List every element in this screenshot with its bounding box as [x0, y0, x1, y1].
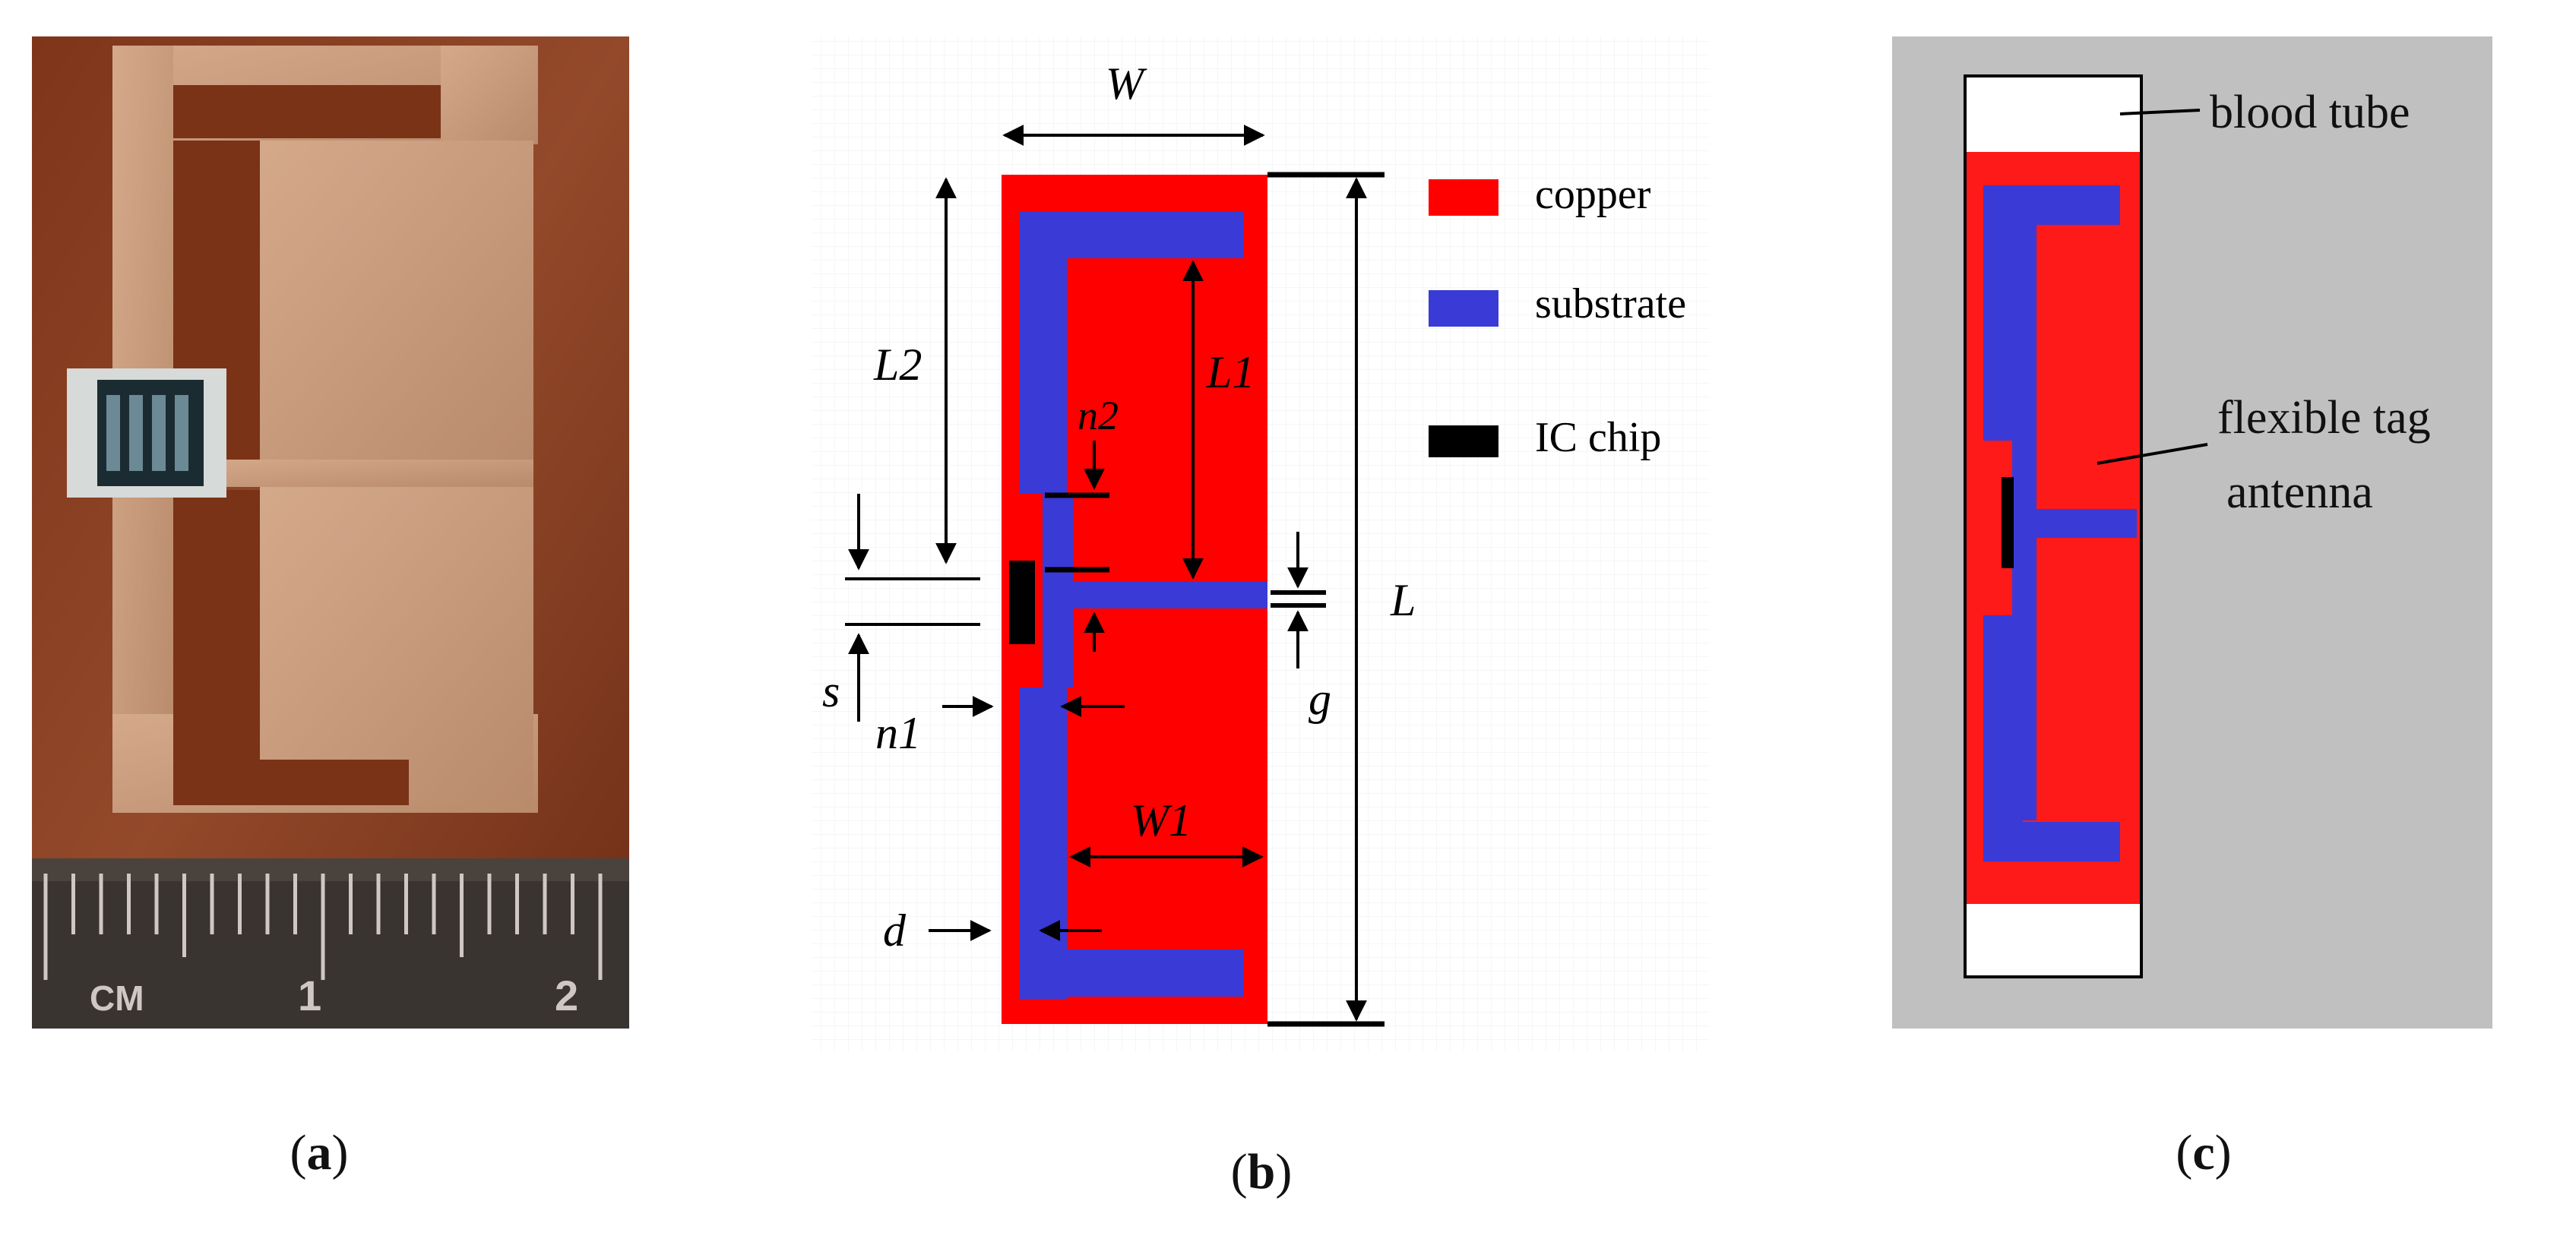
- label-W1: W1: [1131, 795, 1191, 845]
- label-L1: L1: [1206, 347, 1255, 397]
- label-W: W: [1106, 58, 1147, 109]
- label-g: g: [1309, 674, 1331, 724]
- panel-c-tube: blood tube flexible tag antenna: [1892, 36, 2492, 1029]
- label-n2: n2: [1078, 393, 1119, 438]
- label-d: d: [883, 905, 907, 956]
- legend-label-substrate: substrate: [1535, 280, 1686, 327]
- panel-a-photo: CM 1 2: [32, 36, 629, 1029]
- panel-b-schematic: W L L2 L1 n2 s g n1 W1 d copper substrat…: [812, 36, 1710, 1051]
- photo-antenna-copper: [112, 46, 538, 813]
- annotation-blood-tube: blood tube: [2210, 87, 2410, 138]
- label-s: s: [822, 666, 840, 716]
- label-L: L: [1390, 575, 1416, 625]
- legend-swatch-ic-chip: [1429, 425, 1498, 457]
- ic-chip: [1009, 561, 1035, 644]
- antenna-substrate: [1002, 211, 1267, 999]
- legend-swatch-substrate: [1429, 290, 1498, 327]
- ruler-unit-label: CM: [90, 978, 144, 1018]
- caption-c: (c): [2176, 1125, 2232, 1180]
- photo-ic-chip: [67, 368, 226, 498]
- legend-label-copper: copper: [1535, 171, 1651, 218]
- legend: copper substrate IC chip: [1429, 171, 1686, 461]
- ruler-tick-1: 1: [298, 972, 321, 1019]
- label-n1: n1: [875, 708, 921, 758]
- ruler: CM 1 2: [32, 858, 629, 1029]
- caption-b: (b): [1230, 1144, 1293, 1199]
- legend-label-ic-chip: IC chip: [1535, 414, 1661, 461]
- ruler-tick-2: 2: [555, 972, 578, 1019]
- legend-swatch-copper: [1429, 179, 1498, 216]
- annotation-tag-line2: antenna: [2226, 466, 2373, 518]
- label-L2: L2: [873, 340, 922, 390]
- annotation-tag-line1: flexible tag: [2217, 392, 2431, 444]
- caption-a: (a): [290, 1125, 349, 1180]
